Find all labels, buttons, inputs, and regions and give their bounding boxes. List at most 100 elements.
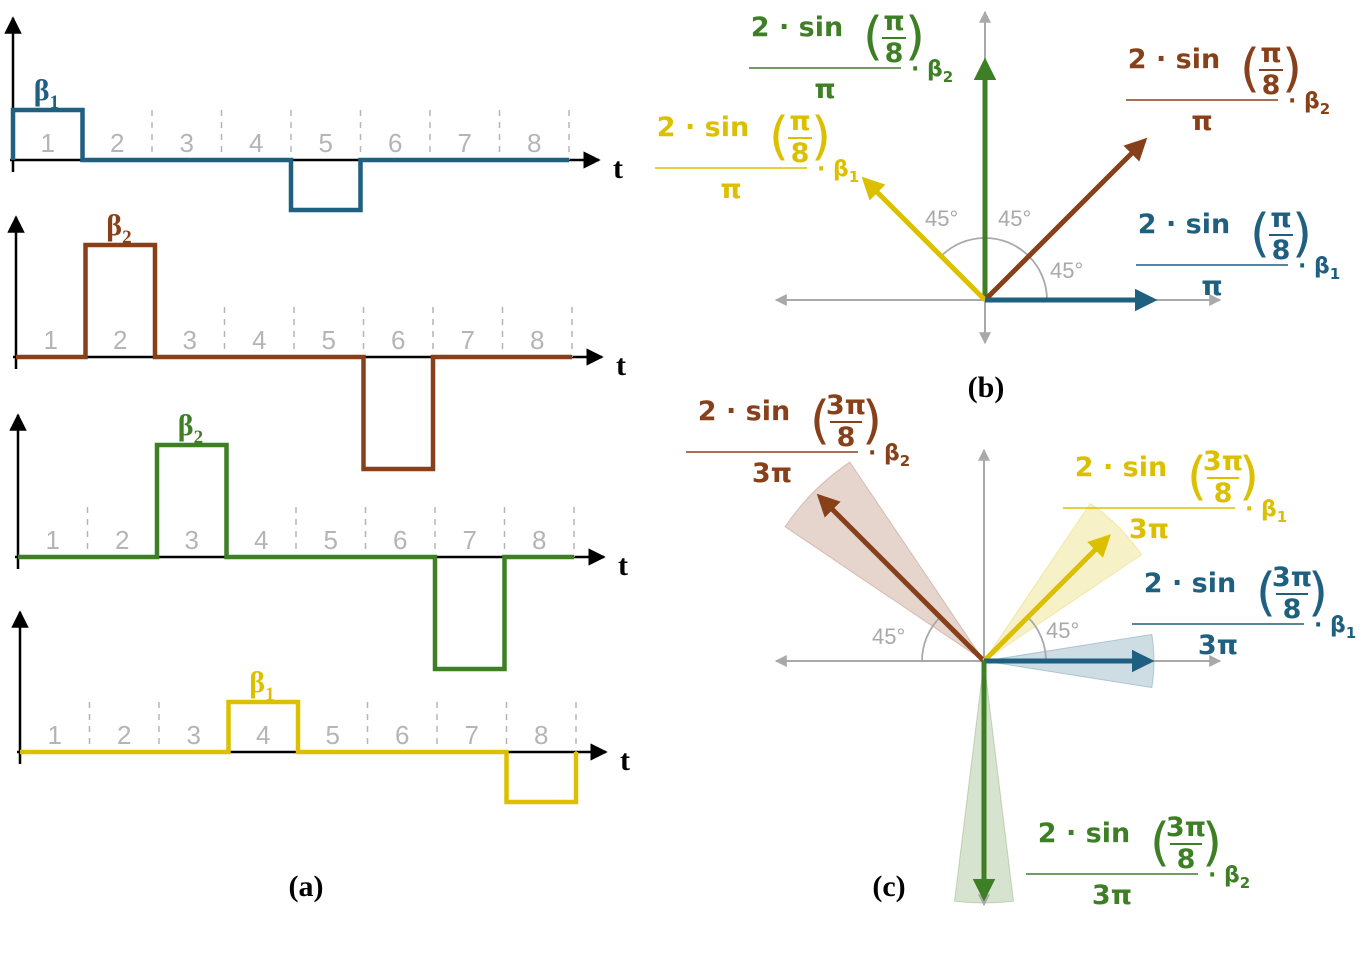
- outer-denominator: 3π: [1129, 514, 1169, 545]
- slot-label: 3: [185, 525, 199, 555]
- paren-close: ): [905, 7, 925, 67]
- paren-close: ): [1282, 39, 1302, 99]
- inner-denominator: 8: [1177, 844, 1196, 875]
- paren-open: (: [863, 7, 883, 67]
- paren-open: (: [1240, 39, 1260, 99]
- slot-label: 8: [532, 525, 546, 555]
- waveform-green: [18, 442, 574, 672]
- slot-label: 8: [534, 720, 548, 750]
- slot-label: 2: [113, 325, 127, 355]
- slot-label: 7: [465, 720, 479, 750]
- slot-label: 7: [461, 325, 475, 355]
- coef-text: 2 · sin: [1138, 209, 1230, 240]
- slot-label: 5: [324, 525, 338, 555]
- beta-factor: · β2: [911, 57, 953, 86]
- t-axis-label: t: [616, 349, 626, 382]
- vector-yellow: [861, 176, 987, 302]
- slot-label: 5: [326, 720, 340, 750]
- inner-numerator: π: [883, 6, 904, 37]
- coef-text: 2 · sin: [1144, 568, 1236, 599]
- beta-factor: · β1: [817, 157, 859, 186]
- slot-label: 1: [44, 325, 58, 355]
- slot-label: 2: [115, 525, 129, 555]
- slot-label: 4: [252, 325, 266, 355]
- coefficient-label: 2 · sin()π8π· β2: [1126, 38, 1330, 137]
- inner-numerator: 3π: [1272, 562, 1312, 593]
- slot-label: 7: [458, 128, 472, 158]
- slot-label: 6: [395, 720, 409, 750]
- inner-numerator: 3π: [1203, 446, 1243, 477]
- panel-b-phasor-diagram: 45°45°45°2 · sin()π8π· β22 · sin()π8π· β…: [655, 6, 1340, 345]
- coefficient-label: 2 · sin()π8π· β1: [1136, 203, 1340, 302]
- t-axis-label: t: [618, 549, 628, 582]
- angle-label-45: 45°: [1050, 258, 1083, 283]
- beta-label: β1: [34, 74, 59, 113]
- slot-label: 3: [187, 720, 201, 750]
- t-axis-label: t: [620, 744, 630, 777]
- panel-b-caption: (b): [968, 371, 1005, 404]
- slot-label: 4: [256, 720, 270, 750]
- paren-close: ): [1292, 204, 1312, 264]
- panel-c-caption: (c): [872, 870, 905, 903]
- slot-label: 2: [117, 720, 131, 750]
- paren-close: ): [1239, 447, 1259, 507]
- inner-denominator: 8: [791, 138, 810, 169]
- inner-denominator: 8: [1272, 235, 1291, 266]
- beta-factor: · β2: [1288, 89, 1330, 118]
- coefficient-label: 2 · sin()π8π· β2: [749, 6, 953, 105]
- coef-text: 2 · sin: [1075, 452, 1167, 483]
- outer-denominator: 3π: [1092, 880, 1132, 911]
- angle-arc-1: [1028, 255, 1048, 301]
- slot-label: 5: [319, 128, 333, 158]
- outer-denominator: π: [1201, 271, 1222, 302]
- beta-factor: · β2: [868, 441, 910, 470]
- outer-denominator: π: [1191, 106, 1212, 137]
- waveform-blue: [10, 107, 569, 213]
- beta-label: β2: [178, 409, 203, 448]
- beta-label: β2: [106, 209, 131, 248]
- inner-numerator: 3π: [826, 390, 866, 421]
- paren-open: (: [1150, 813, 1170, 873]
- angle-label-45: 45°: [1046, 618, 1079, 643]
- beta-factor: · β1: [1245, 497, 1287, 526]
- t-axis-label: t: [613, 152, 623, 185]
- angle-label-45: 45°: [925, 206, 958, 231]
- slot-label: 6: [388, 128, 402, 158]
- inner-numerator: π: [1260, 38, 1281, 69]
- paren-close: ): [1308, 563, 1328, 623]
- inner-denominator: 8: [1283, 594, 1302, 625]
- slot-label: 4: [249, 128, 263, 158]
- slot-label: 3: [183, 325, 197, 355]
- vector-brown: [816, 493, 986, 663]
- outer-denominator: 3π: [1198, 630, 1238, 661]
- coef-text: 2 · sin: [751, 12, 843, 43]
- inner-denominator: 8: [1214, 478, 1233, 509]
- beta-factor: · β1: [1314, 613, 1356, 642]
- vector-yellow: [982, 534, 1111, 663]
- angle-label-45: 45°: [998, 206, 1031, 231]
- coef-text: 2 · sin: [698, 396, 790, 427]
- angle-arc-left: [921, 616, 941, 662]
- angle-arc-right: [1027, 616, 1047, 662]
- angle-arc-2: [984, 237, 1030, 257]
- paren-open: (: [1187, 447, 1207, 507]
- inner-denominator: 8: [1262, 70, 1281, 101]
- outer-denominator: π: [814, 74, 835, 105]
- inner-numerator: 3π: [1166, 812, 1206, 843]
- inner-denominator: 8: [837, 422, 856, 453]
- waveform-brown: [16, 242, 572, 472]
- slot-label: 1: [48, 720, 62, 750]
- paren-close: ): [811, 107, 831, 167]
- outer-denominator: 3π: [752, 458, 792, 489]
- slot-label: 8: [527, 128, 541, 158]
- vector-brown: [983, 137, 1148, 302]
- paren-open: (: [1256, 563, 1276, 623]
